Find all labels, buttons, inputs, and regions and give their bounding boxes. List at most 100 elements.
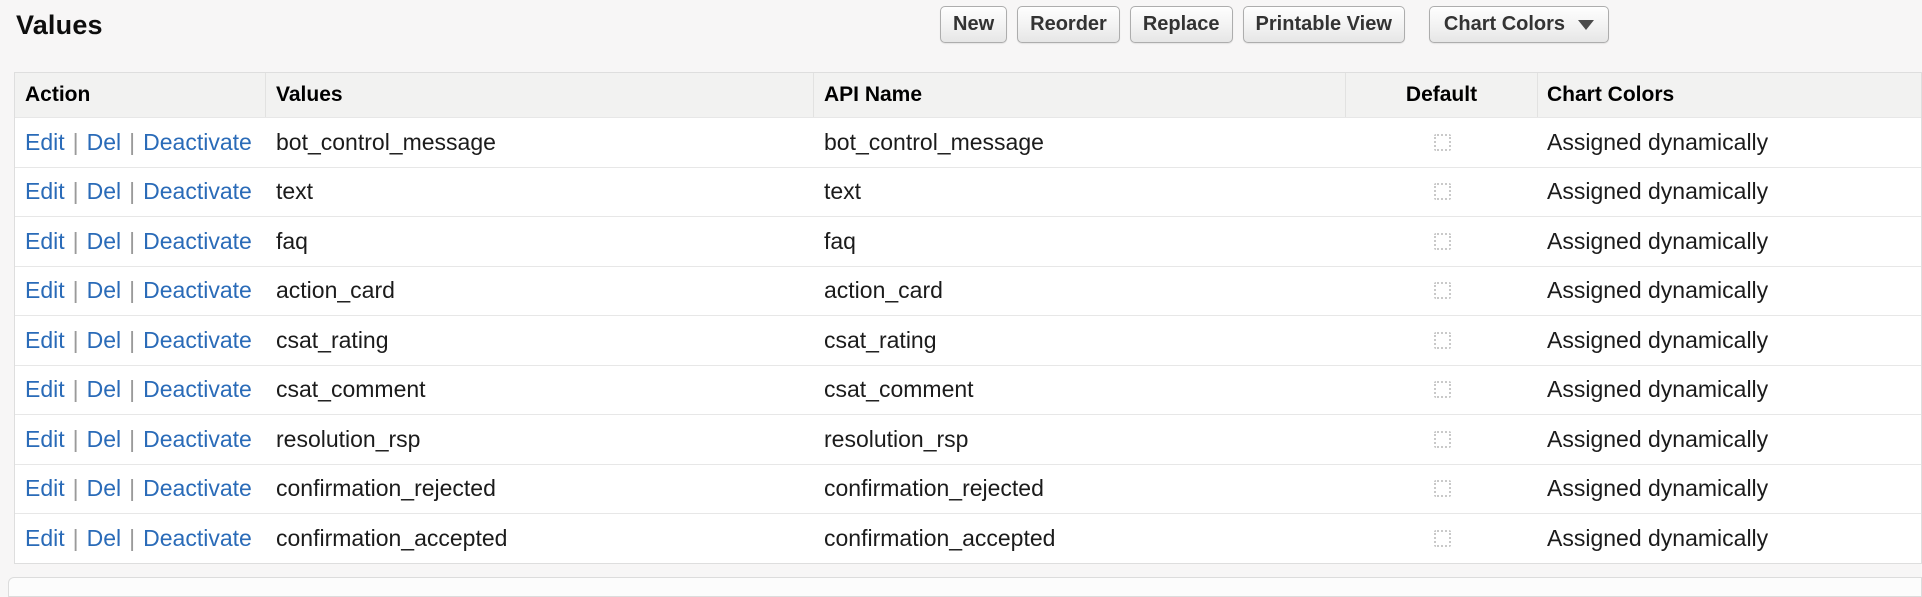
chart-colors-cell: Assigned dynamically (1547, 326, 1769, 353)
del-link[interactable]: Del (86, 326, 122, 353)
del-link[interactable]: Del (86, 277, 122, 304)
link-separator: | (129, 326, 136, 353)
column-header-api-name: API Name (814, 73, 1346, 117)
deactivate-link[interactable]: Deactivate (143, 425, 252, 452)
table-row: Edit | Del | Deactivate text text Assign… (15, 166, 1921, 217)
link-separator: | (72, 128, 79, 155)
link-separator: | (129, 227, 136, 254)
default-checkbox-unchecked (1433, 430, 1451, 448)
edit-link[interactable]: Edit (25, 376, 65, 403)
default-cell (1346, 415, 1538, 464)
default-cell (1346, 267, 1538, 316)
api-name-cell: faq (824, 227, 856, 254)
link-separator: | (72, 475, 79, 502)
row-actions: Edit | Del | Deactivate (15, 415, 266, 464)
table-header-row: Action Values API Name Default Chart Col… (15, 73, 1921, 117)
table-body: Edit | Del | Deactivate bot_control_mess… (15, 117, 1921, 563)
del-link[interactable]: Del (86, 475, 122, 502)
row-actions: Edit | Del | Deactivate (15, 316, 266, 365)
default-cell (1346, 465, 1538, 514)
api-name-cell: bot_control_message (824, 128, 1044, 155)
link-separator: | (129, 178, 136, 205)
value-cell: csat_rating (276, 326, 389, 353)
deactivate-link[interactable]: Deactivate (143, 326, 252, 353)
table-row: Edit | Del | Deactivate resolution_rsp r… (15, 414, 1921, 464)
del-link[interactable]: Del (86, 425, 122, 452)
link-separator: | (72, 277, 79, 304)
edit-link[interactable]: Edit (25, 326, 65, 353)
deactivate-link[interactable]: Deactivate (143, 178, 252, 205)
chevron-down-icon (1578, 19, 1595, 30)
toolbar: New Reorder Replace Printable View Chart… (940, 6, 1610, 43)
table-row: Edit | Del | Deactivate csat_comment csa… (15, 364, 1921, 415)
link-separator: | (72, 376, 79, 403)
edit-link[interactable]: Edit (25, 178, 65, 205)
default-cell (1346, 217, 1538, 266)
page-title: Values (16, 10, 103, 40)
deactivate-link[interactable]: Deactivate (143, 227, 252, 254)
edit-link[interactable]: Edit (25, 128, 65, 155)
row-actions: Edit | Del | Deactivate (15, 217, 266, 266)
values-table: Action Values API Name Default Chart Col… (14, 72, 1922, 564)
reorder-button[interactable]: Reorder (1017, 6, 1120, 43)
column-header-default: Default (1346, 73, 1538, 117)
table-row: Edit | Del | Deactivate csat_rating csat… (15, 315, 1921, 365)
table-row: Edit | Del | Deactivate confirmation_acc… (15, 513, 1921, 563)
link-separator: | (129, 376, 136, 403)
deactivate-link[interactable]: Deactivate (143, 277, 252, 304)
row-actions: Edit | Del | Deactivate (15, 267, 266, 316)
column-header-chart-colors: Chart Colors (1547, 83, 1675, 106)
value-cell: faq (276, 227, 308, 254)
chart-colors-cell: Assigned dynamically (1547, 475, 1769, 502)
link-separator: | (129, 128, 136, 155)
del-link[interactable]: Del (86, 128, 122, 155)
column-header-action: Action (15, 73, 266, 117)
link-separator: | (129, 277, 136, 304)
edit-link[interactable]: Edit (25, 277, 65, 304)
edit-link[interactable]: Edit (25, 475, 65, 502)
api-name-cell: action_card (824, 277, 943, 304)
next-section-edge (8, 577, 1922, 597)
del-link[interactable]: Del (86, 376, 122, 403)
link-separator: | (72, 425, 79, 452)
default-checkbox-unchecked (1433, 381, 1451, 399)
row-actions: Edit | Del | Deactivate (15, 118, 266, 167)
default-cell (1346, 316, 1538, 365)
row-actions: Edit | Del | Deactivate (15, 366, 266, 415)
edit-link[interactable]: Edit (25, 227, 65, 254)
table-row: Edit | Del | Deactivate bot_control_mess… (15, 117, 1921, 167)
default-cell (1346, 118, 1538, 167)
link-separator: | (129, 475, 136, 502)
value-cell: bot_control_message (276, 128, 496, 155)
default-checkbox-unchecked (1433, 480, 1451, 498)
row-actions: Edit | Del | Deactivate (15, 168, 266, 217)
del-link[interactable]: Del (86, 178, 122, 205)
default-checkbox-unchecked (1433, 331, 1451, 349)
link-separator: | (72, 326, 79, 353)
default-checkbox-unchecked (1433, 529, 1451, 547)
edit-link[interactable]: Edit (25, 524, 65, 551)
api-name-cell: csat_comment (824, 376, 974, 403)
deactivate-link[interactable]: Deactivate (143, 128, 252, 155)
chart-colors-dropdown-button[interactable]: Chart Colors (1428, 6, 1610, 43)
del-link[interactable]: Del (86, 227, 122, 254)
link-separator: | (72, 227, 79, 254)
printable-view-button[interactable]: Printable View (1242, 6, 1405, 43)
deactivate-link[interactable]: Deactivate (143, 524, 252, 551)
deactivate-link[interactable]: Deactivate (143, 376, 252, 403)
new-button[interactable]: New (940, 6, 1008, 43)
api-name-cell: confirmation_accepted (824, 524, 1056, 551)
link-separator: | (72, 178, 79, 205)
replace-button[interactable]: Replace (1129, 6, 1233, 43)
deactivate-link[interactable]: Deactivate (143, 475, 252, 502)
edit-link[interactable]: Edit (25, 425, 65, 452)
chart-colors-cell: Assigned dynamically (1547, 227, 1769, 254)
default-checkbox-unchecked (1433, 232, 1451, 250)
row-actions: Edit | Del | Deactivate (15, 514, 266, 563)
default-checkbox-unchecked (1433, 282, 1451, 300)
chart-colors-cell: Assigned dynamically (1547, 425, 1769, 452)
del-link[interactable]: Del (86, 524, 122, 551)
default-cell (1346, 366, 1538, 415)
value-cell: confirmation_rejected (276, 475, 496, 502)
